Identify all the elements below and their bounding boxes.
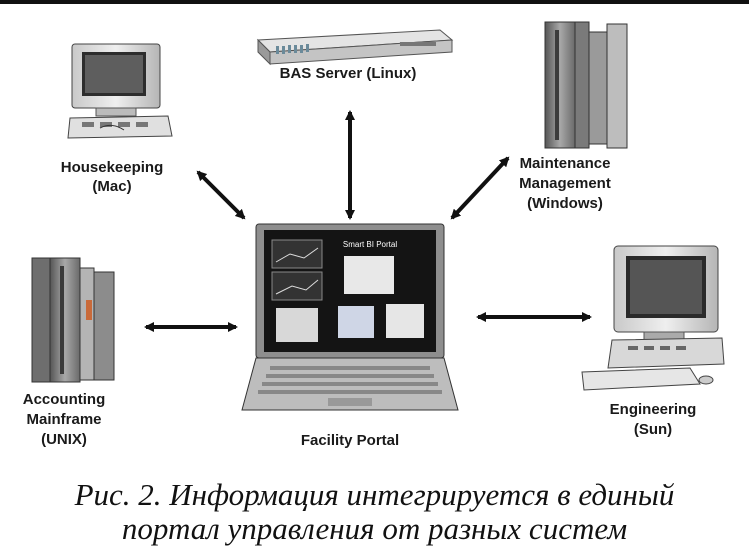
housekeeping-label-line1: Housekeeping [61, 159, 164, 176]
windows-tower-icon [544, 21, 628, 149]
maintenance-label-line2: Management [519, 175, 611, 192]
caption-line2: портал управления от разных систем [121, 511, 628, 546]
bas-server-label: BAS Server (Linux) [280, 65, 417, 82]
mainframe-icon [31, 257, 115, 383]
facility-portal-label: Facility Portal [301, 432, 399, 449]
top-border [0, 0, 749, 4]
accounting-label-line2: Mainframe [26, 411, 101, 428]
mac-computer-icon [67, 43, 173, 139]
arrow-maintenance-portal [450, 156, 510, 220]
housekeeping-label-line2: (Mac) [92, 178, 131, 195]
engineering-label-line2: (Sun) [634, 421, 672, 438]
accounting-label-line3: (UNIX) [41, 431, 87, 448]
maintenance-label-line3: (Windows) [527, 195, 603, 212]
accounting-label-line1: Accounting [23, 391, 106, 408]
caption-line1: Рис. 2. Информация интегрируется в едины… [74, 477, 675, 512]
laptop-icon: Smart BI Portal [241, 223, 459, 411]
arrow-housekeeping-portal [196, 170, 246, 220]
engineering-label-line1: Engineering [610, 401, 697, 418]
maintenance-label-line1: Maintenance [520, 155, 611, 172]
network-diagram: BAS Server (Linux) Housekeeping (Mac) Ma… [0, 0, 749, 449]
portal-screen-title: Smart BI Portal [343, 240, 397, 249]
rack-server-icon [256, 29, 454, 66]
sun-workstation-icon [581, 245, 725, 391]
